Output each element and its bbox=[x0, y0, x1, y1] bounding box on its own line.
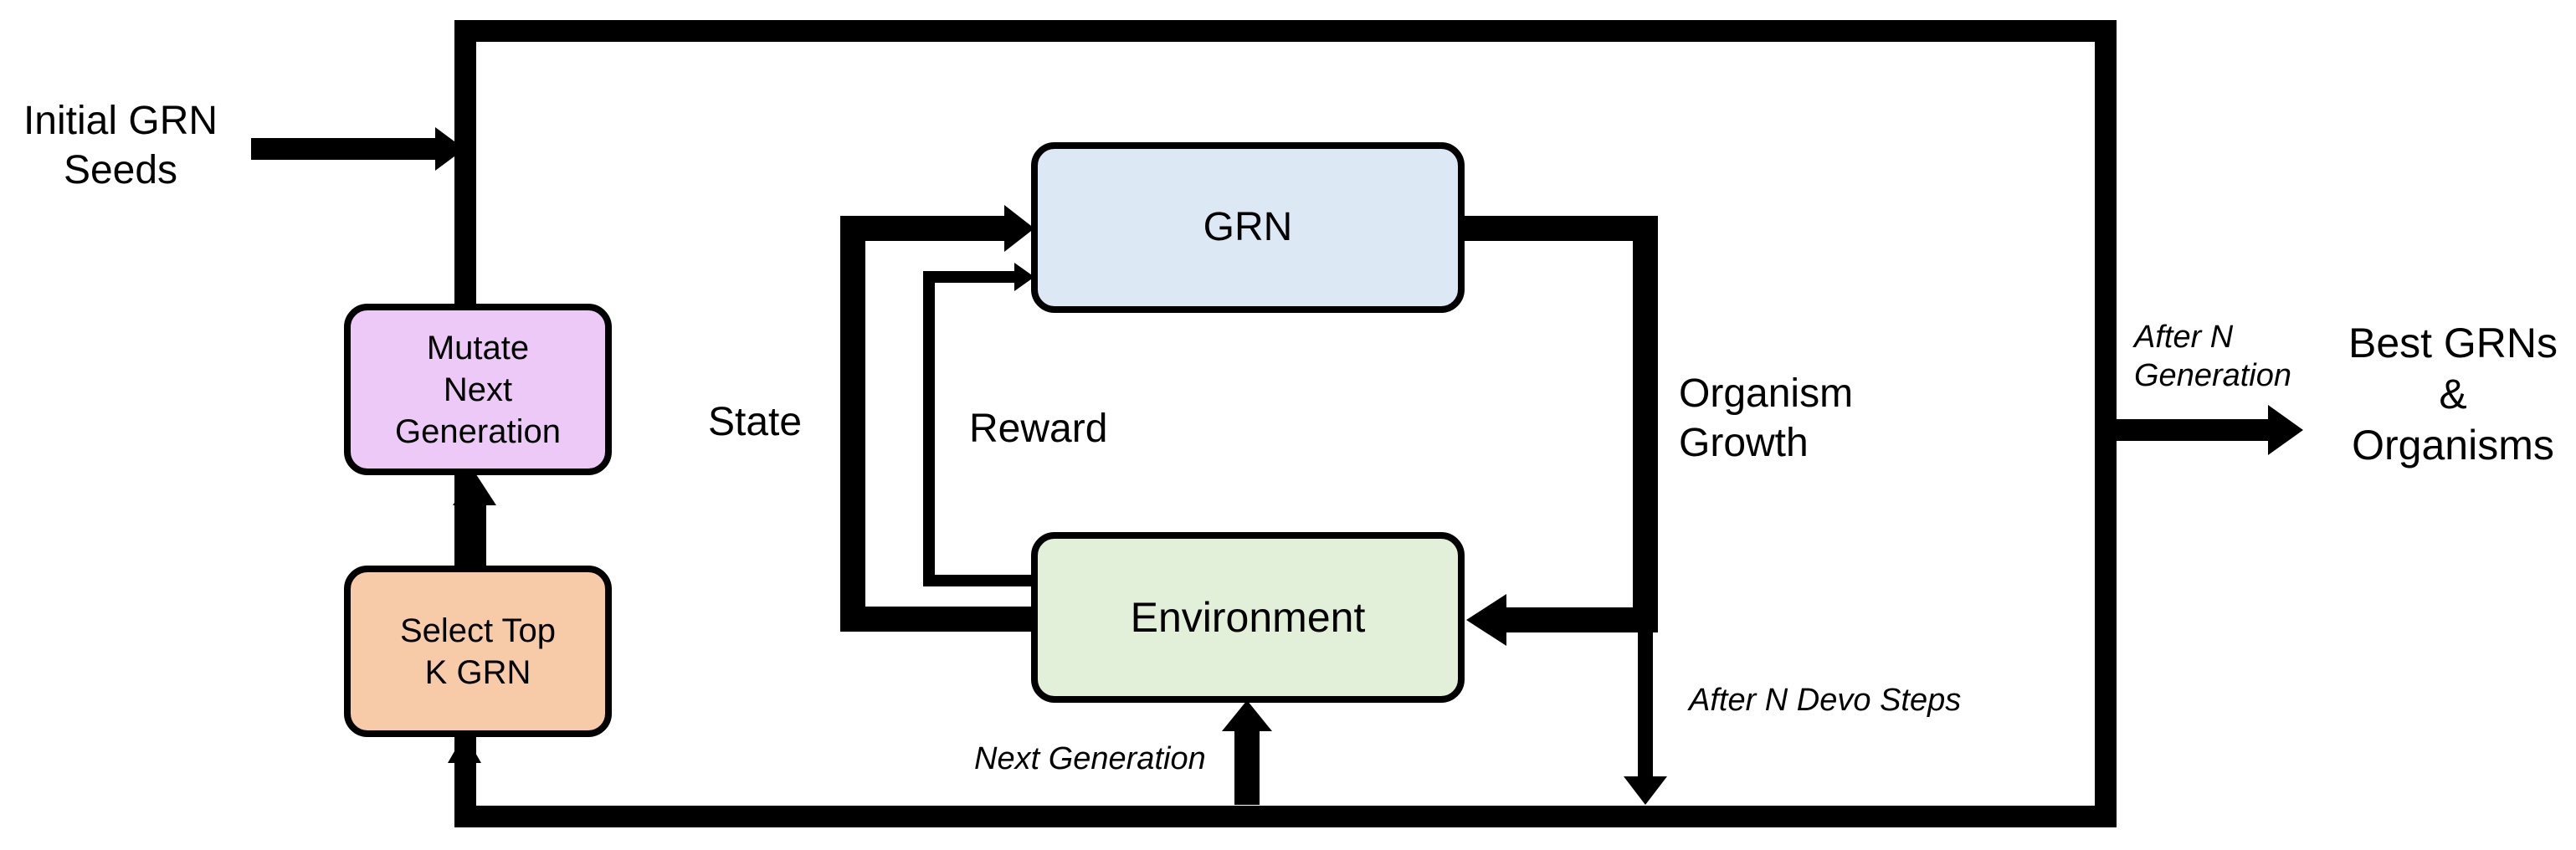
mutate-node-label: Mutate Next Generation bbox=[395, 329, 561, 450]
select-node: Select Top K GRN bbox=[344, 566, 612, 737]
environment-node: Environment bbox=[1031, 532, 1465, 703]
state-label: State bbox=[708, 400, 803, 444]
state-loop bbox=[840, 216, 1033, 632]
next-generation-arrowhead bbox=[1222, 700, 1272, 731]
environment-node-label: Environment bbox=[1130, 593, 1366, 641]
organism-growth-arrowhead bbox=[1466, 594, 1506, 646]
output-arrowhead bbox=[2268, 405, 2303, 455]
initial-seeds-label: Initial GRN Seeds bbox=[23, 99, 218, 192]
after-generation-label: After N Generation bbox=[2134, 320, 2292, 394]
organism-growth-label: Organism Growth bbox=[1679, 371, 1854, 465]
grn-node-label: GRN bbox=[1203, 205, 1293, 249]
reward-label: Reward bbox=[969, 407, 1108, 451]
next-generation-label: Next Generation bbox=[974, 741, 1206, 776]
select-to-mutate-arrowhead bbox=[453, 472, 496, 505]
best-grns-label: Best GRNs & Organisms bbox=[2348, 320, 2558, 469]
seeds-arrowhead bbox=[435, 127, 464, 171]
bottom-to-select-arrowhead bbox=[448, 734, 481, 763]
state-arrowhead bbox=[1004, 205, 1034, 252]
mutate-node: Mutate Next Generation bbox=[344, 304, 612, 475]
grn-node: GRN bbox=[1031, 142, 1465, 313]
reward-loop bbox=[923, 271, 1033, 586]
select-node-label: Select Top K GRN bbox=[399, 612, 557, 691]
organism-growth-line bbox=[1463, 216, 1658, 632]
reward-arrowhead bbox=[1014, 263, 1034, 291]
devo-steps-arrowhead bbox=[1624, 776, 1667, 805]
after-devo-steps-label: After N Devo Steps bbox=[1689, 683, 1962, 718]
